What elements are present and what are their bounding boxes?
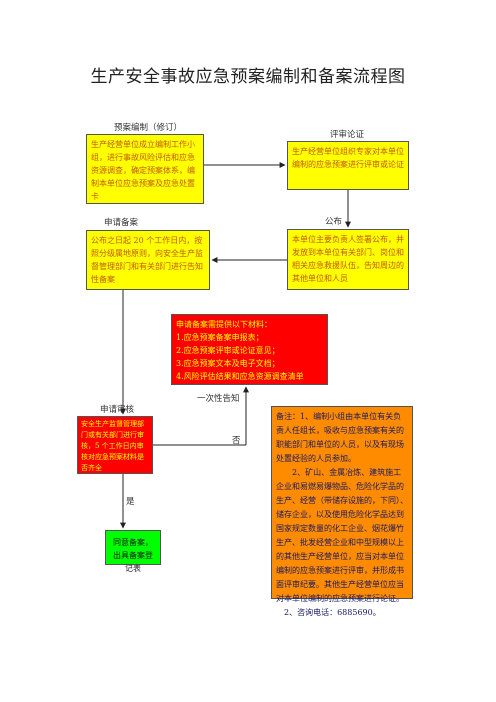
label-review: 评审论证 [330, 130, 365, 140]
note-item: 2、咨询电话：6885690。 [284, 608, 381, 617]
materials-line: 2.应急预案评审或论证意见； [176, 346, 280, 355]
box-result: 同意备案，出具备案登记表 [105, 530, 161, 573]
label-no: 否 [232, 436, 241, 446]
label-check: 申请审核 [100, 405, 135, 415]
materials-line: 1.应急预案备案申报表； [176, 333, 264, 342]
label-prep: 预案编制（修订） [114, 123, 183, 133]
box-check: 安全生产监督管理部门或有关部门进行审核，5 个工作日内审核对应急预案材料是否齐全 [77, 416, 153, 474]
label-apply: 申请备案 [104, 218, 139, 228]
label-notify: 一次性告知 [197, 394, 240, 404]
box-materials: 申请备案需提供以下材料： 1.应急预案备案申报表； 2.应急预案评审或论证意见；… [171, 314, 328, 385]
label-yes: 是 [126, 497, 135, 507]
box-publish: 本单位主要负责人签署公布，并发放到本单位有关部门、岗位和相关应急救援队伍，告知周… [287, 229, 409, 290]
box-prep: 生产经营单位成立编制工作小组，进行事故风险评估和应急资源调查，确定预案体系，编制… [86, 134, 204, 204]
materials-line: 申请备案需提供以下材料： [176, 320, 272, 329]
note-item: 备注：1、编制小组由本单位有关负责人任组长，吸收与应急预案有关的职能部门和单位的… [276, 412, 404, 463]
label-publish: 公布 [325, 217, 343, 227]
box-note: 备注：1、编制小组由本单位有关负责人任组长，吸收与应急预案有关的职能部门和单位的… [271, 406, 413, 617]
materials-line: 3.应急预案文本及电子文档； [176, 359, 280, 368]
box-review: 生产经营单位组织专家对本单位编制的应急预案进行评审或论证 [287, 141, 409, 190]
page-title: 生产安全事故应急预案编制和备案流程图 [90, 67, 406, 87]
materials-line: 4.风险评估结果和应急资源调查清单 [176, 372, 304, 381]
note-item: 2、矿山、金属冶炼、建筑施工企业和易燃易爆物品、危险化学品的生产、经营（带储存设… [276, 468, 408, 603]
box-apply: 公布之日起 20 个工作日内，按照分级属地原则，向安全生产监督管理部门和有关部门… [86, 230, 210, 290]
